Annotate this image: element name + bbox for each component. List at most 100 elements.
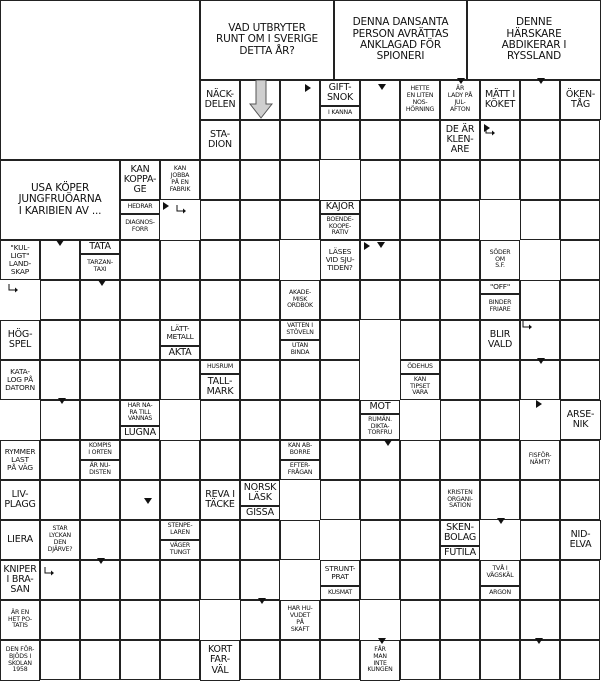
answer-cell[interactable]	[240, 440, 280, 480]
answer-cell[interactable]	[480, 440, 520, 480]
answer-cell[interactable]	[160, 360, 200, 400]
answer-cell[interactable]	[440, 160, 480, 200]
answer-cell[interactable]	[520, 360, 560, 400]
answer-cell[interactable]	[440, 640, 480, 680]
answer-cell[interactable]	[80, 360, 120, 400]
answer-cell[interactable]	[520, 80, 560, 120]
answer-cell[interactable]	[40, 560, 80, 600]
answer-cell[interactable]	[520, 520, 560, 560]
answer-cell[interactable]	[80, 280, 120, 320]
answer-cell[interactable]	[560, 240, 600, 280]
answer-cell[interactable]	[40, 400, 80, 440]
answer-cell[interactable]	[480, 480, 520, 520]
answer-cell[interactable]	[240, 200, 280, 240]
answer-cell[interactable]	[200, 520, 240, 560]
answer-cell[interactable]	[360, 520, 400, 560]
answer-cell[interactable]	[480, 360, 520, 400]
answer-cell[interactable]	[360, 200, 400, 240]
answer-cell[interactable]	[40, 640, 80, 680]
answer-cell[interactable]	[520, 280, 560, 320]
answer-cell[interactable]	[40, 360, 80, 400]
answer-cell[interactable]	[560, 160, 600, 200]
answer-cell[interactable]	[440, 280, 480, 320]
answer-cell[interactable]	[440, 400, 480, 440]
answer-cell[interactable]	[200, 560, 240, 600]
answer-cell[interactable]	[200, 440, 240, 480]
answer-cell[interactable]	[520, 160, 560, 200]
answer-cell[interactable]	[400, 280, 440, 320]
answer-cell[interactable]	[560, 320, 600, 360]
answer-cell[interactable]	[160, 560, 200, 600]
answer-cell[interactable]	[520, 600, 560, 640]
answer-cell[interactable]	[200, 200, 240, 240]
answer-cell[interactable]	[280, 360, 320, 400]
answer-cell[interactable]	[280, 400, 320, 440]
answer-cell[interactable]	[320, 600, 360, 640]
answer-cell[interactable]	[40, 440, 80, 480]
answer-cell[interactable]	[240, 640, 280, 680]
answer-cell[interactable]	[80, 320, 120, 360]
answer-cell[interactable]	[80, 480, 120, 520]
answer-cell[interactable]	[200, 160, 240, 200]
answer-cell[interactable]	[120, 320, 160, 360]
answer-cell[interactable]	[120, 560, 160, 600]
answer-cell[interactable]	[40, 600, 80, 640]
answer-cell[interactable]	[560, 640, 600, 680]
answer-cell[interactable]	[400, 560, 440, 600]
answer-cell[interactable]	[560, 200, 600, 240]
answer-cell[interactable]	[120, 360, 160, 400]
answer-cell[interactable]	[240, 320, 280, 360]
answer-cell[interactable]	[280, 160, 320, 200]
answer-cell[interactable]	[560, 440, 600, 480]
answer-cell[interactable]	[200, 280, 240, 320]
answer-cell[interactable]	[280, 80, 320, 120]
answer-cell[interactable]	[80, 400, 120, 440]
answer-cell[interactable]	[160, 480, 200, 520]
answer-cell[interactable]	[280, 120, 320, 160]
answer-cell[interactable]	[360, 560, 400, 600]
answer-cell[interactable]	[560, 120, 600, 160]
answer-cell[interactable]	[160, 640, 200, 680]
answer-cell[interactable]	[120, 520, 160, 560]
answer-cell[interactable]	[80, 600, 120, 640]
answer-cell[interactable]	[320, 480, 360, 520]
answer-cell[interactable]	[400, 440, 440, 480]
answer-cell[interactable]	[320, 320, 360, 360]
answer-cell[interactable]	[400, 160, 440, 200]
answer-cell[interactable]	[520, 480, 560, 520]
answer-cell[interactable]	[40, 480, 80, 520]
answer-cell[interactable]	[320, 440, 360, 480]
answer-cell[interactable]	[120, 600, 160, 640]
answer-cell[interactable]	[400, 600, 440, 640]
answer-cell[interactable]	[400, 520, 440, 560]
answer-cell[interactable]	[240, 280, 280, 320]
answer-cell[interactable]	[400, 120, 440, 160]
answer-cell[interactable]	[360, 480, 400, 520]
answer-cell[interactable]	[440, 360, 480, 400]
answer-cell[interactable]	[520, 200, 560, 240]
answer-cell[interactable]	[240, 360, 280, 400]
answer-cell[interactable]	[320, 640, 360, 680]
answer-cell[interactable]	[200, 240, 240, 280]
answer-cell[interactable]	[560, 480, 600, 520]
answer-cell[interactable]	[360, 280, 400, 320]
answer-cell[interactable]	[560, 600, 600, 640]
answer-cell[interactable]	[560, 360, 600, 400]
answer-cell[interactable]	[40, 240, 80, 280]
answer-cell[interactable]	[280, 520, 320, 560]
answer-cell[interactable]	[160, 600, 200, 640]
answer-cell[interactable]	[560, 560, 600, 600]
answer-cell[interactable]	[320, 360, 360, 400]
answer-cell[interactable]	[240, 520, 280, 560]
answer-cell[interactable]	[360, 120, 400, 160]
answer-cell[interactable]	[280, 640, 320, 680]
answer-cell[interactable]	[80, 640, 120, 680]
answer-cell[interactable]	[360, 160, 400, 200]
answer-cell[interactable]	[440, 320, 480, 360]
answer-cell[interactable]	[400, 640, 440, 680]
answer-cell[interactable]	[120, 480, 160, 520]
answer-cell[interactable]	[160, 440, 200, 480]
answer-cell[interactable]	[480, 400, 520, 440]
answer-cell[interactable]	[320, 280, 360, 320]
answer-cell[interactable]	[160, 280, 200, 320]
